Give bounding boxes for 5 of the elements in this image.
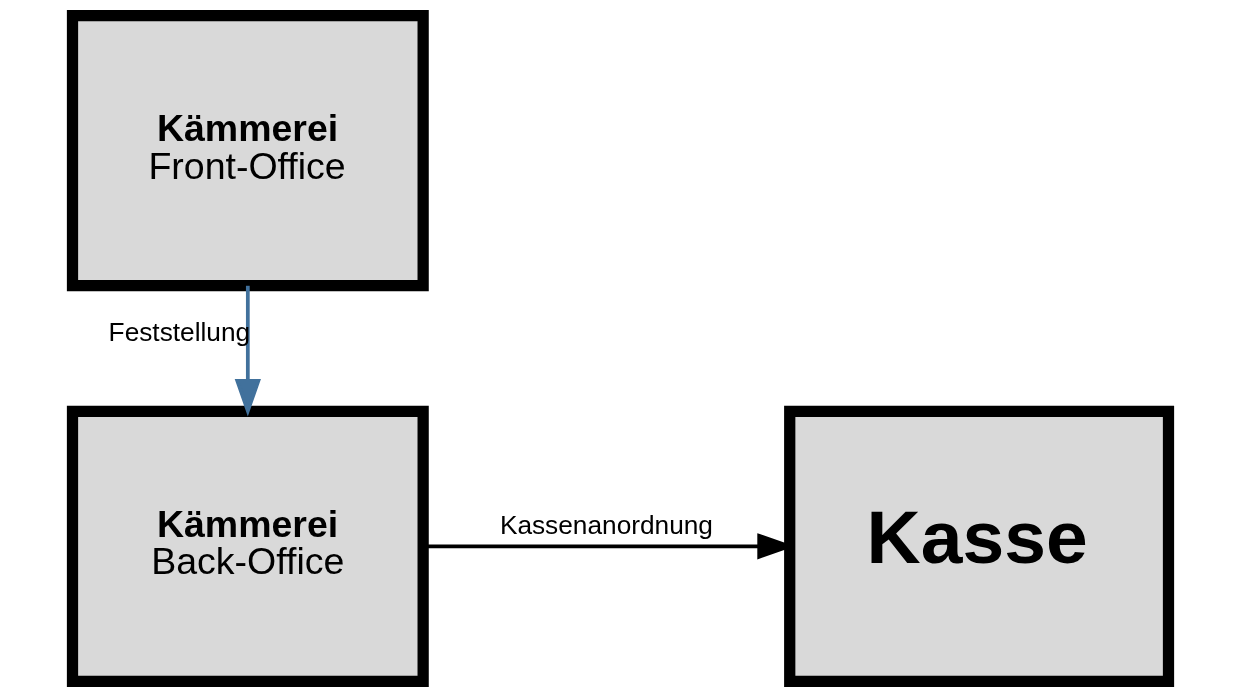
node-box: Kasse [783, 405, 1174, 687]
arrow [234, 285, 261, 417]
edge-label: Kassenanordnung [499, 509, 713, 540]
node-box: Kämmerei Back-Office [66, 405, 429, 687]
node-box: Kämmerei Front-Office [66, 10, 429, 292]
